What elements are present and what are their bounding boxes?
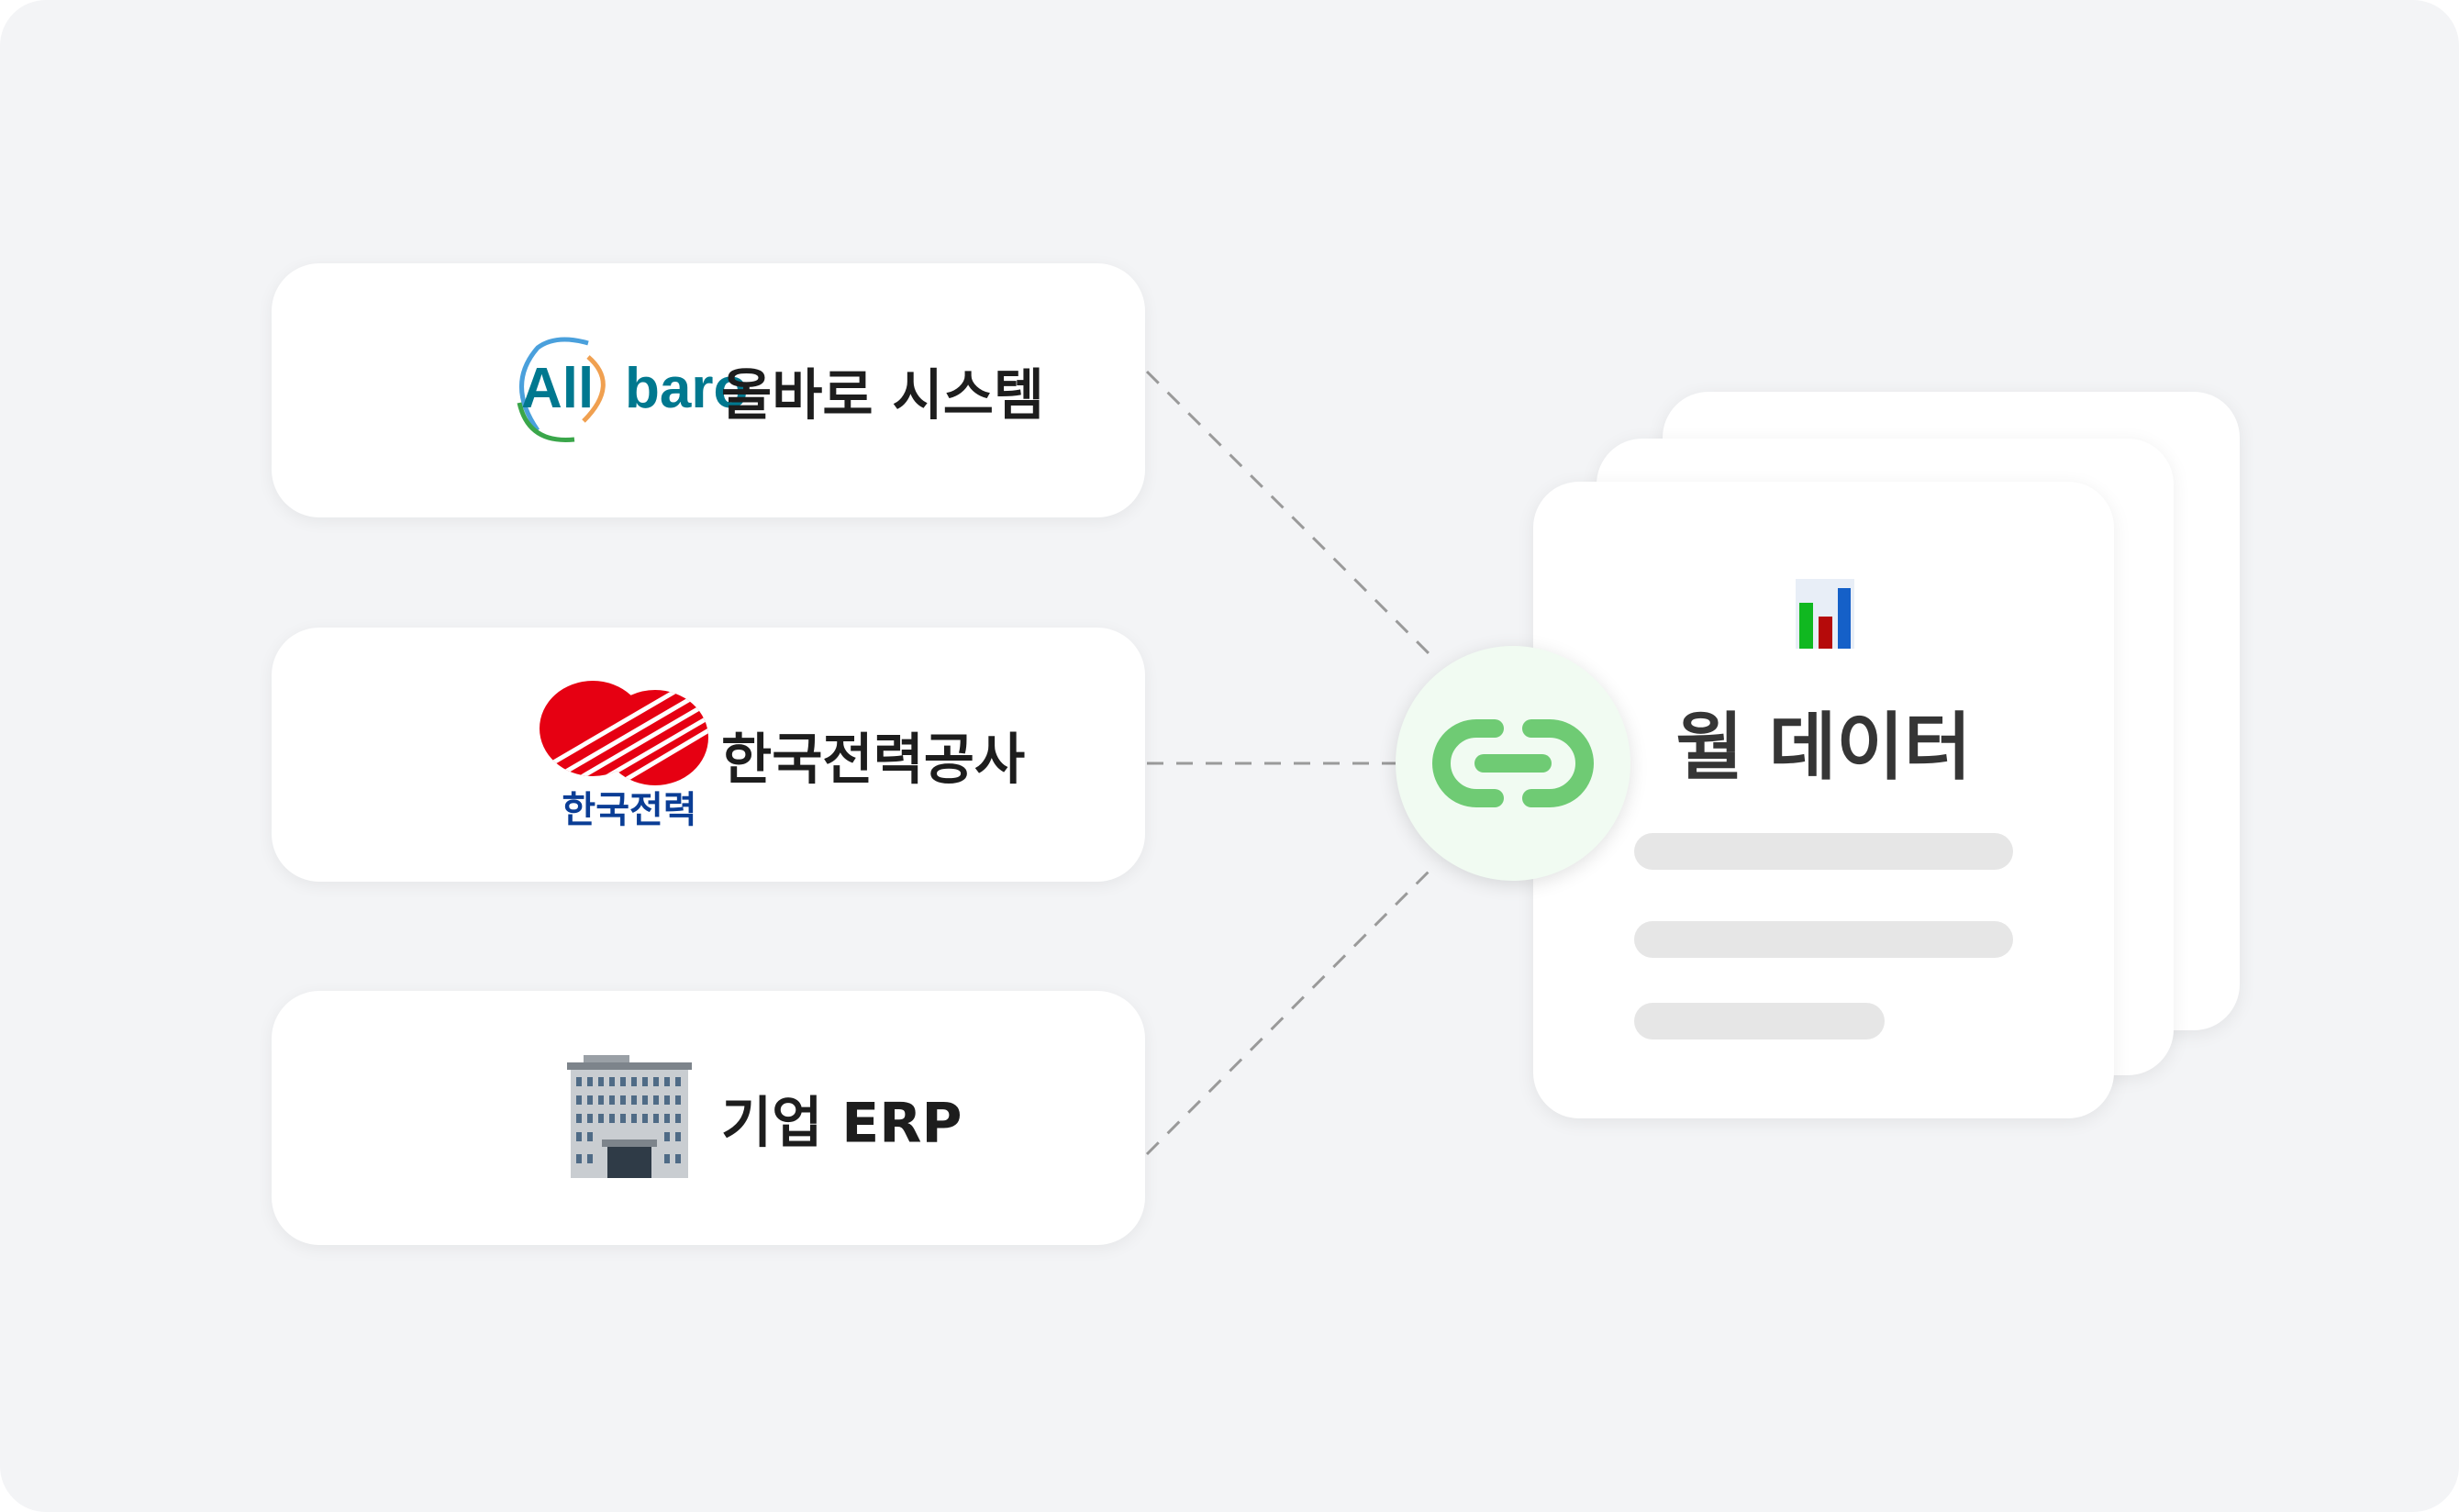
allbaro-logo: All baro [501, 329, 758, 452]
source-card-erp: 기업 ERP [272, 991, 1145, 1245]
kepco-logo: 한국전력 [538, 675, 721, 835]
link-icon [1432, 719, 1594, 807]
bar-chart-icon [1796, 579, 1854, 652]
svg-text:baro: baro [625, 357, 748, 420]
placeholder-line [1634, 1003, 1885, 1040]
connector-line-allbaro [1145, 370, 1436, 661]
source-label: 올바로 시스템 [721, 363, 1045, 428]
source-label: 기업 ERP [721, 1091, 962, 1155]
source-card-kepco: 한국전력 한국전력공사 [272, 628, 1145, 882]
source-card-allbaro: All baro 올바로 시스템 [272, 263, 1145, 517]
svg-text:All: All [521, 357, 594, 420]
document-title: 월 데이터 [1675, 705, 1972, 790]
office-building-icon [565, 1054, 694, 1182]
source-label: 한국전력공사 [721, 728, 1026, 792]
placeholder-line [1634, 833, 2013, 870]
connector-line-erp [1145, 864, 1436, 1156]
link-connector [1396, 646, 1630, 881]
placeholder-line [1634, 921, 2013, 958]
kepco-logo-text: 한국전력 [562, 789, 696, 831]
monthly-data-document: 월 데이터 [1533, 482, 2114, 1118]
